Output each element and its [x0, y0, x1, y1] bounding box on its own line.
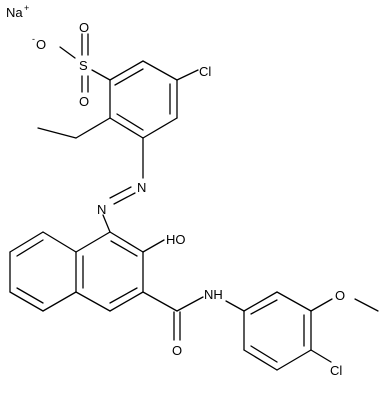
bond-ring-carbonyl [142, 291, 178, 312]
bond-carbonyl-n [176, 296, 204, 312]
naph-bond-8-inner [16, 239, 44, 257]
label-sodium: Na [6, 5, 23, 20]
bond-c-cl-bottom [310, 349, 332, 363]
atom-labels: Na + - O O S O Cl N N HO NH O O Cl [6, 3, 345, 378]
ring1-bond-5 [109, 117, 144, 139]
label-hydroxyl: HO [166, 232, 186, 247]
naph-bond-4 [75, 291, 111, 312]
label-amide-nitrogen: NH [204, 287, 223, 302]
bond-n-ring [225, 300, 245, 312]
bond-n-lower-ring [102, 214, 111, 233]
naph-bond-6 [75, 231, 111, 253]
ring1-bond-1 [109, 60, 144, 81]
bonds [9, 33, 379, 371]
label-oxygen-charge: - [32, 34, 35, 44]
label-methoxy-oxygen: O [335, 288, 345, 303]
naph-bond-1-inner [110, 240, 138, 257]
ring3-bond-5 [243, 349, 278, 371]
label-oxygen-sulfonyl-top: O [79, 20, 89, 35]
bond-azo-b [109, 186, 132, 199]
naph-bond-3 [109, 291, 144, 312]
label-sodium-charge: + [24, 3, 29, 13]
bond-ethyl-2 [37, 127, 77, 139]
naph-bond-10 [9, 291, 44, 312]
naph-bond-10-inner [16, 287, 44, 304]
naph-bond-1 [109, 231, 144, 253]
ring3-bond-1 [243, 291, 278, 312]
ring1-bond-2 [142, 60, 178, 81]
label-azo-nitrogen-lower: N [97, 202, 106, 217]
label-azo-nitrogen-upper: N [137, 180, 146, 195]
bond-c-o-methoxy [310, 298, 333, 312]
bond-c-cl-top [176, 69, 199, 81]
ring1-bond-4 [142, 117, 178, 139]
label-chlorine-bottom: Cl [330, 363, 342, 378]
bond-s-o-charged [59, 46, 76, 59]
ring3-bond-1-inner [250, 299, 278, 315]
naph-bond-3-inner [109, 287, 138, 304]
naph-bond-11 [42, 291, 77, 312]
bond-o-methyl [354, 298, 379, 312]
ring1-bond-5-inner [116, 113, 144, 131]
label-chlorine-top: Cl [199, 64, 211, 79]
label-oxygen-sulfonyl-bottom: O [79, 94, 89, 109]
bond-azo-a [113, 192, 136, 205]
ring3-bond-5-inner [250, 345, 278, 363]
naph-bond-8 [9, 231, 44, 253]
label-oxygen-charged: O [36, 37, 46, 52]
bond-c-oh [142, 239, 165, 253]
ring3-bond-4 [276, 349, 312, 371]
naph-bond-7 [42, 231, 77, 253]
ring3-bond-2 [276, 291, 312, 312]
bond-ethyl-1 [75, 117, 111, 139]
ring1-bond-1-inner [114, 68, 144, 86]
label-sulfur: S [79, 58, 88, 73]
bond-s-ring [91, 69, 111, 81]
label-carbonyl-oxygen: O [172, 343, 182, 358]
